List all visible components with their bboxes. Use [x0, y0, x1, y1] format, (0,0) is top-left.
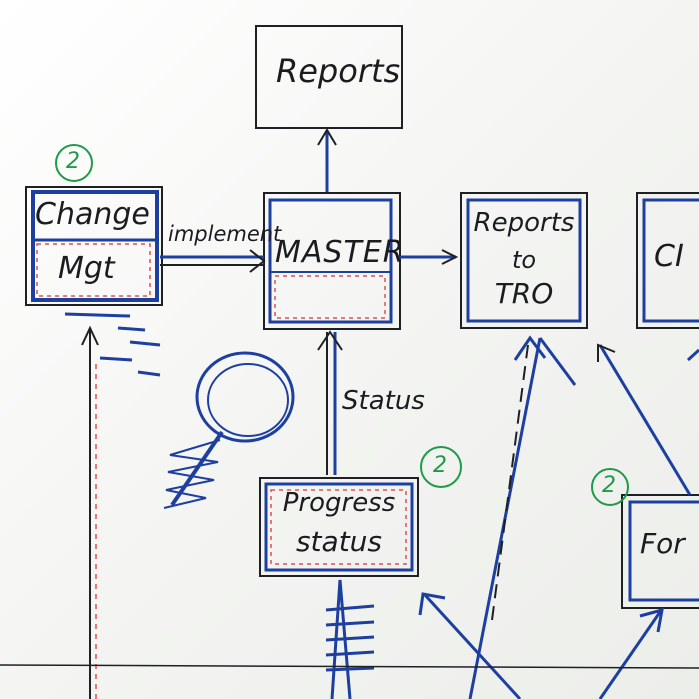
- arrow-change-to-master: [160, 249, 266, 273]
- arrow-into-change-mgt: [64, 312, 161, 699]
- ci-box: [636, 192, 699, 329]
- reports-to-tro-label-line2: to: [511, 246, 537, 274]
- master-label: MASTER: [275, 235, 405, 270]
- arrow-master-to-tro: [398, 249, 459, 265]
- reports-label: Reports: [276, 52, 401, 90]
- step-marker-circle-progress: [420, 446, 462, 488]
- arrow-master-to-reports: [317, 128, 337, 192]
- step-marker-circle-for: [591, 468, 629, 506]
- step-marker-circle-change: [55, 144, 93, 182]
- step-marker-for: 2: [602, 473, 616, 498]
- reports-to-tro-box: [460, 192, 588, 329]
- step-marker-progress: 2: [433, 453, 447, 478]
- arrow-status-to-master: [317, 330, 343, 475]
- change-mgt-label-line1: Change: [35, 197, 150, 232]
- arrows-bottom: [0, 579, 699, 699]
- progress-status-label-line1: Progress: [282, 488, 396, 518]
- arrow-for-to-tro: [597, 343, 699, 496]
- reports-to-tro-label-line3: TRO: [494, 277, 554, 310]
- reports-to-tro-label-line1: Reports: [473, 208, 575, 238]
- reports-box: [255, 25, 403, 129]
- arrow-up-to-tro: [468, 335, 577, 699]
- implement-label: implement: [168, 222, 282, 246]
- change-mgt-label-line2: Mgt: [58, 251, 115, 286]
- for-box: [621, 494, 699, 609]
- progress-status-box: [259, 477, 419, 577]
- status-edge-label: Status: [342, 386, 425, 416]
- change-mgt-box: [25, 186, 163, 306]
- magnifier-doodle: [163, 351, 295, 509]
- progress-status-label-line2: status: [295, 525, 383, 558]
- for-label: For: [640, 527, 685, 560]
- ci-label: CI: [654, 239, 684, 274]
- step-marker-change: 2: [66, 149, 80, 174]
